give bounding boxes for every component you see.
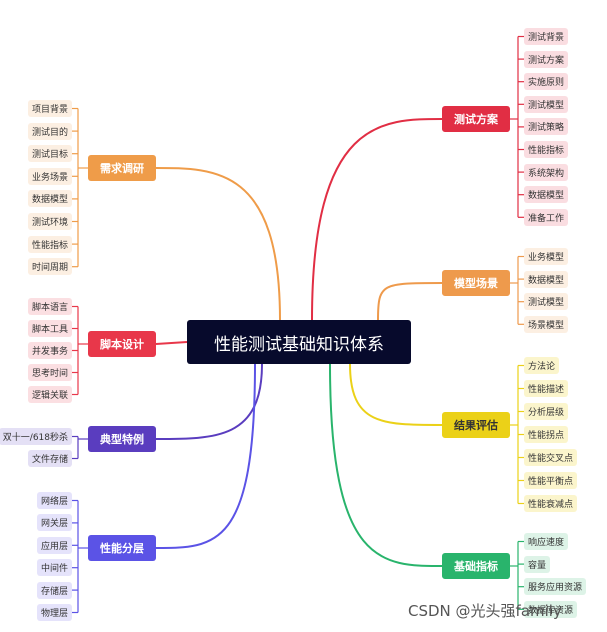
leaf-metric-1: 容量 <box>524 555 551 573</box>
connector-result <box>349 363 443 426</box>
leaf-script-3: 思考时间 <box>27 364 72 381</box>
connector-plan <box>311 118 443 321</box>
csdn-watermark: CSDN @光头强family <box>408 602 562 620</box>
leaf-model-3: 场景模型 <box>524 315 569 333</box>
leaf-script-4: 逻辑关联 <box>27 386 72 403</box>
leaf-plan-2: 实施原则 <box>524 73 569 91</box>
leaf-req-5: 测试环境 <box>27 213 72 230</box>
branch-req: 需求调研 <box>88 155 156 181</box>
leaf-layer-5: 物理层 <box>36 604 72 621</box>
leaf-req-4: 数据模型 <box>27 190 72 208</box>
connector-model <box>377 282 443 321</box>
leaf-result-4: 性能交叉点 <box>524 449 578 466</box>
leaf-req-6: 性能指标 <box>27 235 72 253</box>
root-node: 性能测试基础知识体系 <box>187 320 411 364</box>
leaf-plan-0: 测试背景 <box>524 28 569 45</box>
leaf-script-2: 并发事务 <box>27 342 72 359</box>
leaf-plan-4: 测试策略 <box>524 118 569 136</box>
branch-model: 模型场景 <box>442 270 510 296</box>
leaf-result-6: 性能衰减点 <box>524 495 578 512</box>
leaf-metric-3: 数据库资源 <box>524 600 578 618</box>
leaf-model-2: 测试模型 <box>524 293 569 311</box>
connector-layer <box>155 363 256 549</box>
branch-metric: 基础指标 <box>442 553 510 579</box>
leaf-req-0: 项目背景 <box>27 100 72 117</box>
leaf-layer-1: 网关层 <box>36 514 72 532</box>
leaf-model-0: 业务模型 <box>524 248 569 265</box>
branch-result: 结果评估 <box>442 412 510 438</box>
leaf-plan-6: 系统架构 <box>524 163 569 181</box>
leaf-req-1: 测试目的 <box>27 122 72 140</box>
branch-script: 脚本设计 <box>88 331 156 357</box>
leaf-layer-2: 应用层 <box>36 536 72 554</box>
leaf-plan-8: 准备工作 <box>524 208 569 226</box>
leaf-req-2: 测试目标 <box>27 145 72 163</box>
leaf-plan-1: 测试方案 <box>524 50 569 68</box>
leaf-script-0: 脚本语言 <box>27 298 72 315</box>
connector-script <box>155 341 188 345</box>
leaf-req-3: 业务场景 <box>27 167 72 185</box>
leaf-plan-3: 测试模型 <box>524 95 569 113</box>
leaf-layer-0: 网络层 <box>36 492 72 509</box>
leaf-result-0: 方法论 <box>524 357 560 374</box>
leaf-result-2: 分析层级 <box>524 403 569 420</box>
leaf-metric-0: 响应速度 <box>524 533 569 550</box>
leaf-layer-3: 中间件 <box>36 559 72 577</box>
branch-plan: 测试方案 <box>442 106 510 132</box>
leaf-typical-1: 文件存储 <box>27 450 72 467</box>
branch-layer: 性能分层 <box>88 535 156 561</box>
leaf-result-3: 性能拐点 <box>524 426 569 443</box>
leaf-metric-2: 服务应用资源 <box>524 578 587 596</box>
branch-typical: 典型特例 <box>88 426 156 452</box>
leaf-typical-0: 双十一/618秒杀 <box>0 428 72 445</box>
connector-typical <box>155 363 263 440</box>
leaf-plan-5: 性能指标 <box>524 141 569 158</box>
leaf-plan-7: 数据模型 <box>524 186 569 204</box>
leaf-layer-4: 存储层 <box>36 581 72 599</box>
leaf-result-1: 性能描述 <box>524 380 569 397</box>
connector-req <box>155 167 281 321</box>
leaf-model-1: 数据模型 <box>524 270 569 288</box>
connector-metric <box>329 363 443 567</box>
leaf-req-7: 时间周期 <box>27 258 72 276</box>
leaf-script-1: 脚本工具 <box>27 320 72 337</box>
leaf-result-5: 性能平衡点 <box>524 472 578 489</box>
